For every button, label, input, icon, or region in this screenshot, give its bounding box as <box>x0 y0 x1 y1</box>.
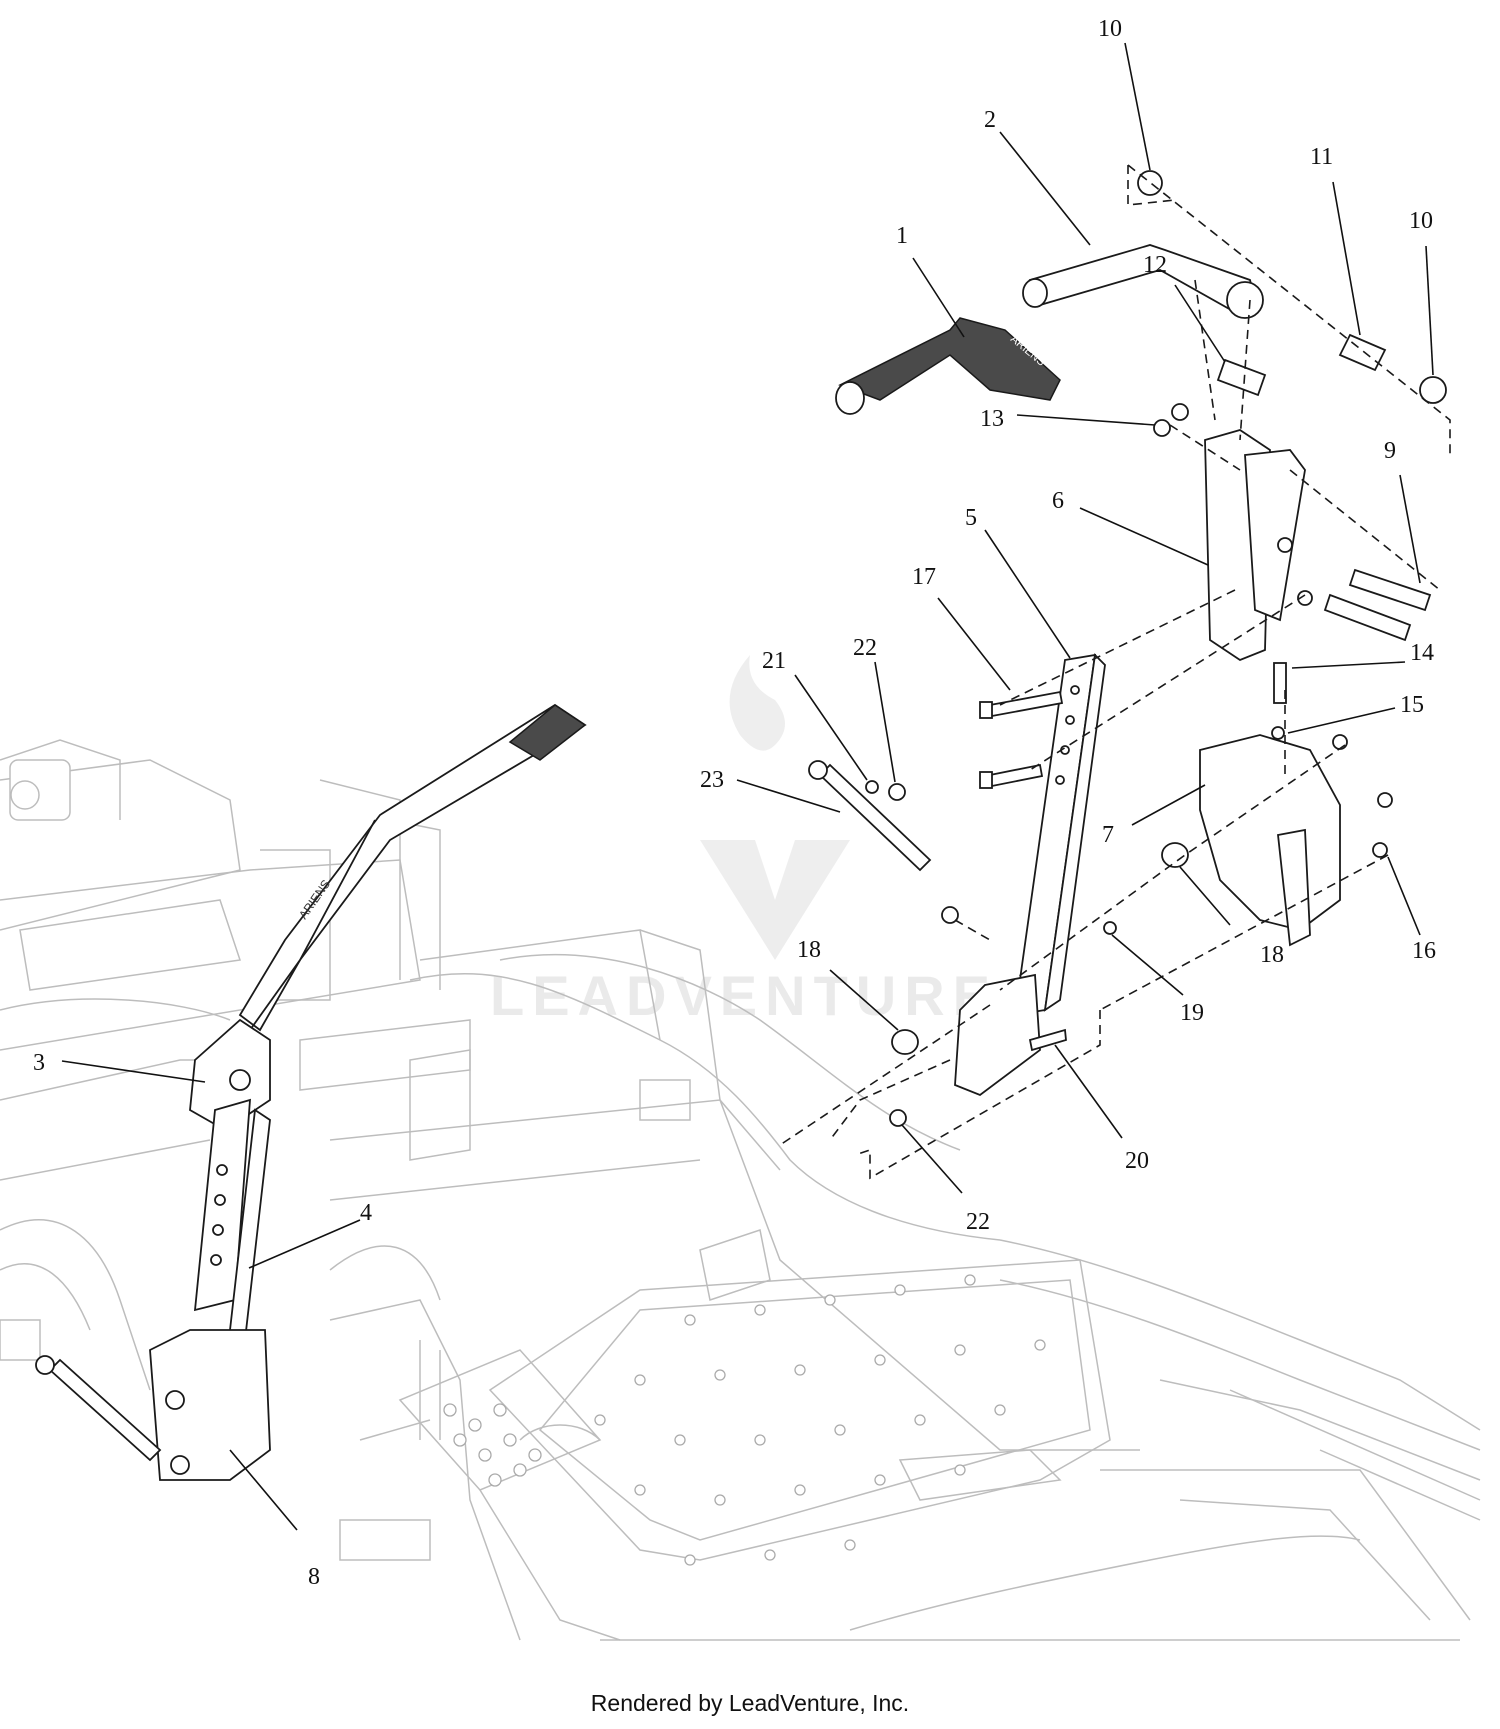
callout-22-top: 22 <box>853 635 877 661</box>
assembly-dashed-lines <box>779 164 1451 1180</box>
callout-3: 3 <box>33 1050 45 1076</box>
bushing-right <box>1419 376 1447 404</box>
exploded-parts: ARIENS <box>808 170 1447 1127</box>
callouts: 1 2 3 4 5 6 7 8 9 10 10 11 12 13 14 15 1… <box>33 16 1436 1590</box>
mower-frame <box>0 739 1481 1641</box>
callout-4: 4 <box>360 1200 372 1226</box>
callout-15: 15 <box>1400 692 1424 718</box>
handle-grip <box>838 317 1061 401</box>
spacer <box>1338 333 1387 372</box>
callout-6: 6 <box>1052 488 1064 514</box>
callout-18-right: 18 <box>1260 942 1284 968</box>
deck-plate-holes <box>443 1274 1046 1566</box>
callout-9: 9 <box>1384 438 1396 464</box>
callout-22-bottom: 22 <box>966 1209 990 1235</box>
leadventure-watermark: LEADVENTURE <box>490 655 998 1027</box>
support-bracket <box>1199 734 1341 931</box>
callout-1: 1 <box>896 223 908 249</box>
lever-base-plate <box>954 973 1041 1097</box>
render-credit: Rendered by LeadVenture, Inc. <box>590 1690 910 1716</box>
callout-20: 20 <box>1125 1148 1149 1174</box>
callout-18-left: 18 <box>797 937 821 963</box>
callout-5: 5 <box>965 505 977 531</box>
callout-16: 16 <box>1412 938 1436 964</box>
callout-8: 8 <box>308 1564 320 1590</box>
assembled-lever: ARIENS <box>35 703 587 1481</box>
callout-14: 14 <box>1410 640 1434 666</box>
callout-21: 21 <box>762 648 786 674</box>
callout-10-top: 10 <box>1098 16 1122 42</box>
callout-13: 13 <box>980 406 1004 432</box>
callout-2: 2 <box>984 107 996 133</box>
callout-7: 7 <box>1102 822 1114 848</box>
svg-text:LEADVENTURE: LEADVENTURE <box>490 964 998 1027</box>
callout-19: 19 <box>1180 1000 1204 1026</box>
callout-23: 23 <box>700 767 724 793</box>
callout-10-right: 10 <box>1409 208 1433 234</box>
callout-12: 12 <box>1143 252 1167 278</box>
callout-11: 11 <box>1310 144 1333 170</box>
callout-17: 17 <box>912 564 936 590</box>
spacer-12 <box>1216 358 1267 397</box>
bushing-top <box>1137 170 1163 196</box>
